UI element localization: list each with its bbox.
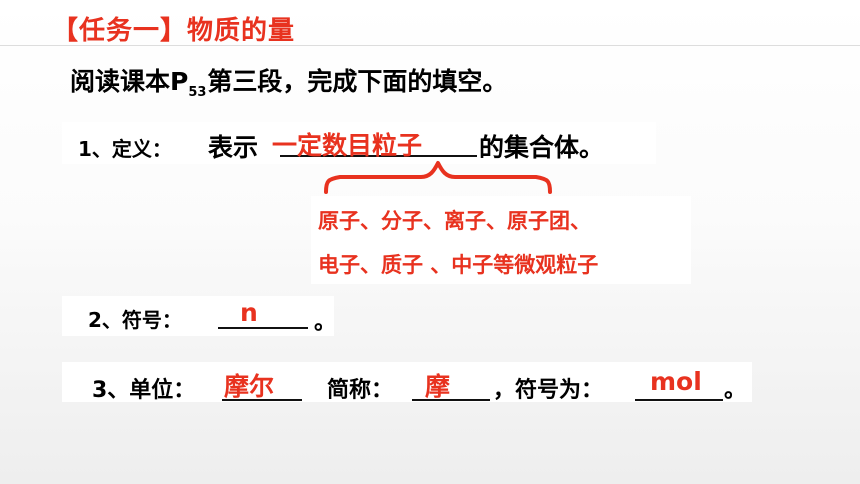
symbol-row-background bbox=[62, 296, 334, 336]
definition-ending: 的集合体。 bbox=[479, 133, 605, 162]
brace-icon bbox=[324, 161, 552, 194]
abbreviation-answer: 摩 bbox=[425, 372, 451, 401]
abbreviation-blank-line bbox=[412, 398, 490, 401]
unit-blank-line bbox=[222, 398, 302, 401]
symbol-ending: 。 bbox=[314, 310, 337, 335]
unit-label: 3、单位： bbox=[92, 378, 196, 403]
definition-label: 1、定义： bbox=[78, 137, 172, 161]
definition-blank-line bbox=[280, 154, 477, 157]
definition-answer: 一定数目粒子 bbox=[272, 131, 423, 160]
definition-main-text: 表示 bbox=[208, 133, 259, 162]
title-divider bbox=[0, 45, 860, 46]
symbol-answer: n bbox=[240, 298, 258, 327]
page-subscript: 53 bbox=[188, 85, 207, 100]
slide-title: 【任务一】物质的量 bbox=[52, 16, 296, 46]
abbreviation-label: 简称： bbox=[327, 378, 394, 403]
particle-list-line-1: 原子、分子、离子、原子团、 bbox=[318, 209, 591, 233]
symbol-label: 2、符号： bbox=[88, 308, 182, 332]
symbol-blank-line bbox=[218, 326, 308, 329]
unit-row-background bbox=[62, 362, 752, 402]
unit-row-ending: 。 bbox=[724, 378, 747, 403]
reading-instruction: 阅读课本P53第三段，完成下面的填空。 bbox=[70, 62, 507, 100]
unit-symbol-blank-line bbox=[635, 398, 723, 401]
instruction-text-before-subscript: 阅读课本P bbox=[70, 67, 189, 96]
unit-symbol-label: ，符号为： bbox=[493, 378, 604, 403]
unit-symbol-answer: mol bbox=[650, 367, 702, 396]
particle-list-line-2: 电子、质子 、中子等微观粒子 bbox=[318, 253, 599, 277]
definition-row-background bbox=[62, 122, 656, 164]
instruction-text-after-subscript: 第三段，完成下面的填空。 bbox=[207, 67, 508, 96]
particle-list-background bbox=[311, 196, 691, 284]
unit-answer: 摩尔 bbox=[224, 372, 275, 401]
